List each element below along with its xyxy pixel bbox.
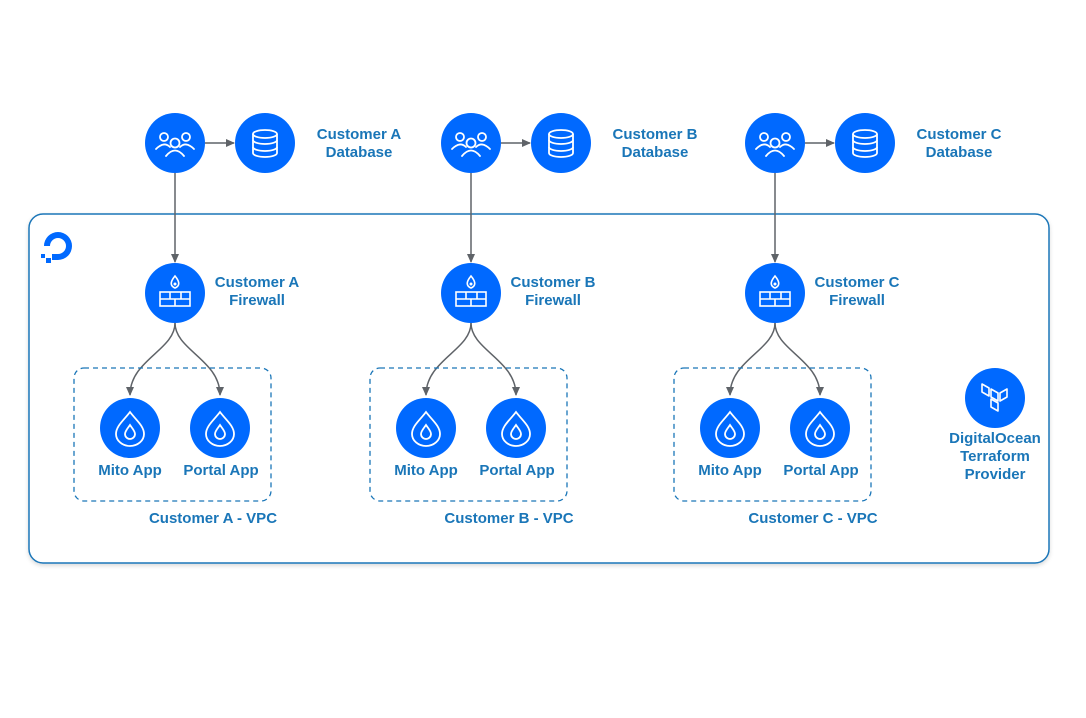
- users-node-a-circle: [145, 113, 205, 173]
- mito-app-node-b-circle: [396, 398, 456, 458]
- droplet-icon: [205, 410, 235, 447]
- database-label-c-line-2: Database: [925, 144, 993, 161]
- mito-app-label-c: Mito App: [698, 462, 762, 479]
- portal-app-label-c: Portal App: [783, 462, 859, 479]
- vpc-box-c: [673, 367, 872, 502]
- portal-app-node-c-circle: [790, 398, 850, 458]
- firewall-icon: [759, 274, 791, 307]
- portal-app-node-a[interactable]: [190, 398, 250, 458]
- mito-app-node-a[interactable]: [100, 398, 160, 458]
- droplet-icon: [411, 410, 441, 447]
- users-group-icon: [155, 132, 195, 157]
- edge-firewall-to-mito-c: [726, 322, 776, 396]
- terraform-provider-label-line-2: Terraform: [960, 448, 1030, 465]
- droplet-icon: [115, 410, 145, 447]
- mito-app-node-c[interactable]: [700, 398, 760, 458]
- database-node-b-circle: [531, 113, 591, 173]
- droplet-icon: [715, 410, 745, 447]
- terraform-icon: [981, 383, 1008, 412]
- firewall-icon: [159, 274, 191, 307]
- users-node-c-circle: [745, 113, 805, 173]
- database-node-b[interactable]: [531, 113, 591, 173]
- mito-app-node-c-circle: [700, 398, 760, 458]
- portal-app-label-a: Portal App: [183, 462, 259, 479]
- mito-app-label-a: Mito App: [98, 462, 162, 479]
- firewall-node-a[interactable]: [145, 263, 205, 323]
- mito-app-node-b[interactable]: [396, 398, 456, 458]
- firewall-label-c-line-1: Customer C: [814, 274, 900, 291]
- users-group-icon: [755, 132, 795, 157]
- portal-app-label-b: Portal App: [479, 462, 555, 479]
- mito-app-label-b: Mito App: [394, 462, 458, 479]
- droplet-icon: [501, 410, 531, 447]
- database-node-a-circle: [235, 113, 295, 173]
- edge-firewall-to-portal-a: [174, 322, 224, 396]
- digitalocean-logo: [41, 232, 72, 263]
- database-node-c-circle: [835, 113, 895, 173]
- firewall-node-b[interactable]: [441, 263, 501, 323]
- users-node-a[interactable]: [145, 113, 205, 173]
- terraform-provider-node-circle: [965, 368, 1025, 428]
- users-node-c[interactable]: [745, 113, 805, 173]
- portal-app-node-c[interactable]: [790, 398, 850, 458]
- users-node-b[interactable]: [441, 113, 501, 173]
- firewall-icon: [455, 274, 487, 307]
- vpc-box-a: [73, 367, 272, 502]
- database-label-c-line-1: Customer C: [916, 126, 1002, 143]
- database-icon: [852, 129, 878, 158]
- portal-app-node-b[interactable]: [486, 398, 546, 458]
- vpc-box-b: [369, 367, 568, 502]
- database-label-b-line-1: Customer B: [612, 126, 698, 143]
- database-icon: [252, 129, 278, 158]
- edge-firewall-to-mito-a: [126, 322, 176, 396]
- vpc-label-a: Customer A - VPC: [148, 510, 278, 527]
- edge-firewall-to-portal-c: [774, 322, 824, 396]
- firewall-label-c-line-2: Firewall: [829, 292, 885, 309]
- droplet-icon: [805, 410, 835, 447]
- terraform-provider-node[interactable]: [965, 368, 1025, 428]
- firewall-node-c-circle: [745, 263, 805, 323]
- vpc-label-b: Customer B - VPC: [444, 510, 574, 527]
- portal-app-node-b-circle: [486, 398, 546, 458]
- edge-firewall-to-mito-b: [422, 322, 472, 396]
- firewall-label-a-line-1: Customer A: [214, 274, 300, 291]
- database-label-a-line-1: Customer A: [316, 126, 402, 143]
- database-icon: [548, 129, 574, 158]
- database-label-b-line-2: Database: [621, 144, 689, 161]
- firewall-node-a-circle: [145, 263, 205, 323]
- firewall-label-b-line-2: Firewall: [525, 292, 581, 309]
- users-node-b-circle: [441, 113, 501, 173]
- vpc-label-c: Customer C - VPC: [748, 510, 878, 527]
- firewall-label-a-line-2: Firewall: [229, 292, 285, 309]
- firewall-label-b-line-1: Customer B: [510, 274, 596, 291]
- users-group-icon: [451, 132, 491, 157]
- portal-app-node-a-circle: [190, 398, 250, 458]
- firewall-node-c[interactable]: [745, 263, 805, 323]
- firewall-node-b-circle: [441, 263, 501, 323]
- database-label-a-line-2: Database: [325, 144, 393, 161]
- database-node-c[interactable]: [835, 113, 895, 173]
- edge-firewall-to-portal-b: [470, 322, 520, 396]
- mito-app-node-a-circle: [100, 398, 160, 458]
- database-node-a[interactable]: [235, 113, 295, 173]
- terraform-provider-label-line-1: DigitalOcean: [949, 430, 1041, 447]
- terraform-provider-label-line-3: Provider: [964, 466, 1026, 483]
